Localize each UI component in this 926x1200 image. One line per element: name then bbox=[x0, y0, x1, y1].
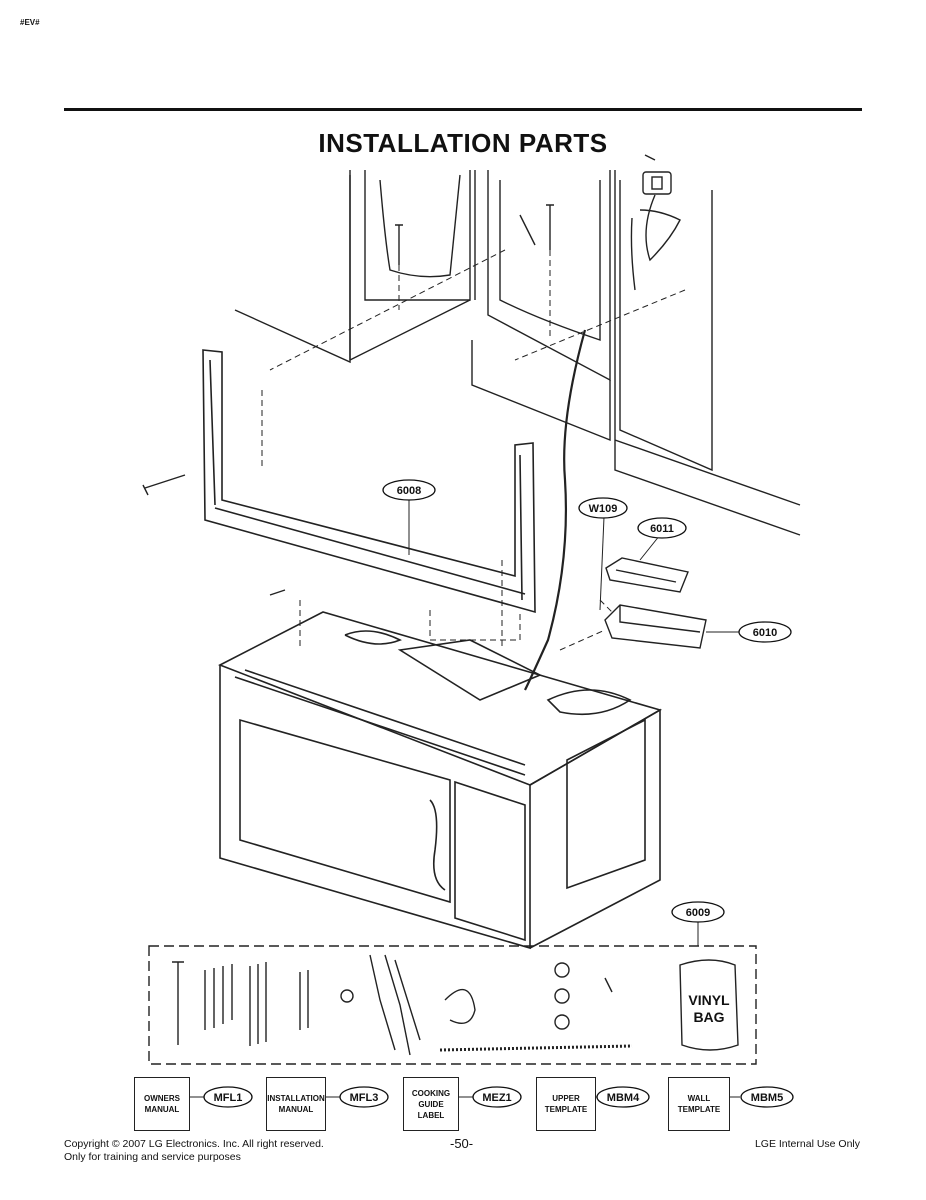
owners-manual-box: OWNERS MANUAL bbox=[134, 1077, 190, 1131]
page-title: INSTALLATION PARTS bbox=[318, 128, 608, 158]
filter-drawing bbox=[605, 557, 689, 593]
small-screw bbox=[269, 589, 286, 596]
callout-6008: 6008 bbox=[397, 485, 421, 497]
callout-mbm4-oval bbox=[596, 1086, 650, 1108]
callout-6010-oval bbox=[738, 621, 792, 643]
microwave-drawing bbox=[218, 611, 663, 950]
callout-mbm4: MBM4 bbox=[607, 1092, 640, 1104]
callout-w109-oval bbox=[578, 497, 628, 519]
callout-mbm5-oval bbox=[740, 1086, 794, 1108]
vinyl-bag-line1: VINYL bbox=[688, 992, 730, 1008]
corner-tag: #EV# bbox=[20, 18, 40, 27]
callout-mfl1-oval bbox=[203, 1086, 253, 1108]
callout-mfl3-oval bbox=[339, 1086, 389, 1108]
installation-manual-box: INSTALLATION MANUAL bbox=[266, 1077, 326, 1131]
callout-6008-oval bbox=[382, 479, 436, 501]
left-cabinet-drawing bbox=[234, 170, 476, 364]
top-screws bbox=[395, 154, 656, 265]
wall-template-box: WALL TEMPLATE bbox=[668, 1077, 730, 1131]
callout-w109: W109 bbox=[589, 503, 618, 515]
callout-mez1-oval bbox=[472, 1086, 522, 1108]
upper-template-box: UPPER TEMPLATE bbox=[536, 1077, 596, 1131]
callout-mfl1: MFL1 bbox=[214, 1092, 243, 1104]
callout-mfl3: MFL3 bbox=[350, 1092, 379, 1104]
leader-lines bbox=[182, 500, 740, 1098]
callout-6009: 6009 bbox=[686, 907, 710, 919]
long-screw bbox=[142, 474, 186, 496]
callout-6010: 6010 bbox=[753, 627, 777, 639]
callout-mbm5: MBM5 bbox=[751, 1092, 783, 1104]
page-number: -50- bbox=[450, 1136, 474, 1151]
parts-bag-box bbox=[148, 945, 757, 1065]
top-rule bbox=[64, 108, 862, 111]
training-text: Only for training and service purposes bbox=[64, 1151, 241, 1163]
hardware-drawings bbox=[172, 954, 739, 1056]
callout-mez1: MEZ1 bbox=[482, 1092, 511, 1104]
damper-drawing bbox=[604, 604, 707, 649]
footer-copyright-block: Copyright © 2007 LG Electronics. Inc. Al… bbox=[64, 1138, 324, 1164]
mounting-plate-drawing bbox=[202, 349, 536, 614]
internal-use-text: LGE Internal Use Only bbox=[754, 1138, 860, 1150]
power-cord-drawing bbox=[524, 329, 587, 691]
outlet-and-cord bbox=[630, 171, 681, 291]
callout-6011-oval bbox=[637, 517, 687, 539]
cooking-guide-label-box: COOKING GUIDE LABEL bbox=[403, 1077, 459, 1131]
right-cabinet-drawing bbox=[471, 170, 801, 536]
callout-6009-oval bbox=[671, 901, 725, 923]
copyright-text: Copyright © 2007 LG Electronics. Inc. Al… bbox=[64, 1138, 324, 1150]
alignment-lines bbox=[261, 249, 686, 651]
vinyl-bag-line2: BAG bbox=[693, 1009, 724, 1025]
callout-6011: 6011 bbox=[650, 523, 674, 535]
